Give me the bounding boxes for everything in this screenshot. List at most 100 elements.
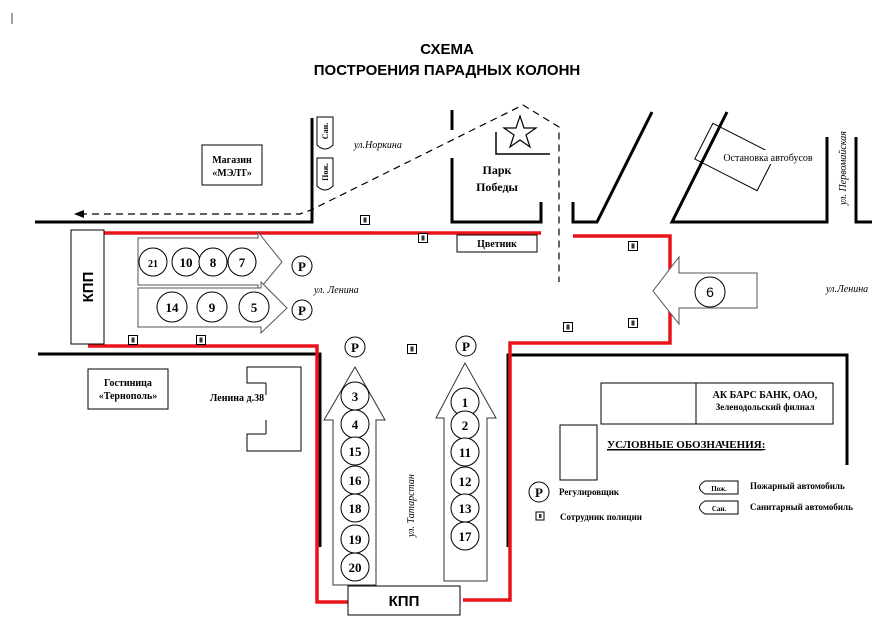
legend-item-traffic-controller: Р Регулировщик (528, 481, 620, 503)
traffic-controller: Р (344, 336, 366, 358)
street-edge-bottom-right (506, 353, 849, 547)
column-unit: 7 (227, 247, 257, 277)
column-unit: 5 (238, 291, 270, 323)
police-officer (407, 344, 417, 354)
column-unit: 20 (340, 552, 370, 582)
fire-truck-label: Пож. (321, 163, 330, 181)
route-arrow-head (74, 210, 84, 218)
monument-frame (495, 132, 550, 155)
column-unit-number: 16 (349, 473, 363, 488)
column-unit-number: 2 (462, 418, 469, 433)
column-unit: 12 (450, 466, 480, 496)
legend-fire-label: Пожарный автомобиль (750, 481, 845, 491)
checkpoint-left-label: КПП (80, 272, 97, 303)
column-unit-number: 21 (148, 259, 158, 270)
column-unit-number: 5 (251, 300, 258, 315)
legend-ambulance-label: Санитарный автомобиль (750, 502, 853, 512)
police-officer-icon-inner (363, 217, 367, 223)
police-officer-icon-inner (566, 324, 570, 330)
street-lenina-right: ул.Ленина (825, 284, 868, 295)
title-line-2: ПОСТРОЕНИЯ ПАРАДНЫХ КОЛОНН (314, 62, 580, 79)
street-norkina: ул.Норкина (353, 140, 402, 151)
police-officer (628, 241, 638, 251)
column-unit: 2 (450, 410, 480, 440)
park-name-line-1: Парк (483, 163, 512, 177)
column-unit-circle (198, 247, 228, 277)
column-unit-circle (138, 247, 168, 277)
column-unit-number: 17 (459, 529, 473, 544)
bank-building (600, 382, 834, 425)
bank-name-line-2: Зеленодольский филиал (715, 402, 814, 412)
route-dashed-line (80, 104, 560, 282)
column-unit-circle (450, 437, 480, 467)
column-unit: 21 (138, 247, 168, 277)
bus-stop (694, 122, 776, 192)
legend-item-fire-truck: Пож. Пожарный автомобиль (699, 480, 845, 495)
column-unit: 15 (340, 436, 370, 466)
traffic-controller: Р (291, 255, 313, 277)
police-officer-icon-inner (539, 514, 542, 518)
hotel-name-line-1: Гостиница (104, 378, 152, 389)
street-pervomayskaya: ул. Первомайская (838, 131, 849, 206)
checkpoint-left (70, 229, 105, 345)
traffic-controller-icon (344, 336, 366, 358)
hotel-ternopol (87, 368, 169, 410)
legend-item-ambulance: Сан. Санитарный автомобиль (699, 500, 853, 515)
column-unit-circle (227, 247, 257, 277)
column-unit-number: 4 (352, 417, 359, 432)
column-unit-circle (450, 521, 480, 551)
hotel-name-line-2: «Тернополь» (99, 391, 158, 402)
column-unit-number: 20 (349, 560, 362, 575)
traffic-controller: Р (455, 335, 477, 357)
lenina-38-label: Ленина д.38 (210, 393, 264, 404)
police-officer (563, 322, 573, 332)
legend-fire-symbol: Пож. (711, 485, 727, 493)
column-unit: 6 (694, 276, 726, 308)
shop-name-line-1: Магазин (212, 155, 252, 166)
column-unit: 10 (171, 247, 201, 277)
barrier-right (463, 234, 672, 602)
traffic-controller-symbol: Р (462, 339, 470, 354)
traffic-controllers: Р Р Р Р (291, 255, 477, 358)
column-unit: 4 (340, 409, 370, 439)
bus-stop-label-bg (724, 150, 812, 164)
ambulance-vehicle: Сан. (316, 116, 334, 150)
column-unit: 16 (340, 465, 370, 495)
traffic-controller-symbol: Р (298, 303, 306, 318)
street-tatarstan: ул. Татарстан (406, 474, 417, 538)
barrier-left (88, 344, 349, 604)
column-unit-number: 12 (459, 474, 472, 489)
checkpoint-bottom (347, 585, 461, 616)
legend-police-label: Сотрудник полиции (560, 512, 642, 522)
column-unit: 8 (198, 247, 228, 277)
title-line-1: СХЕМА (420, 41, 474, 58)
column-unit-number: 19 (349, 532, 363, 547)
ambulance-label: Сан. (321, 123, 330, 139)
shop-melt (201, 144, 263, 186)
column-unit-number: 15 (349, 444, 363, 459)
column-unit-circle (694, 276, 726, 308)
column-unit-circle (340, 436, 370, 466)
checkpoint-bottom-label: КПП (389, 593, 420, 610)
column-unit-number: 9 (209, 300, 216, 315)
fire-truck-vehicle: Пож. (316, 157, 334, 191)
column-unit: 19 (340, 524, 370, 554)
street-edge-top-left (35, 118, 314, 224)
column-unit-number: 14 (166, 300, 180, 315)
street-edge-pervomayskaya (854, 137, 872, 224)
column-unit: 13 (450, 493, 480, 523)
column-unit: 3 (340, 381, 370, 411)
police-officer (360, 215, 370, 225)
star-icon (502, 114, 538, 149)
legend-title: УСЛОВНЫЕ ОБОЗНАЧЕНИЯ: (607, 439, 765, 451)
column-unit-number: 6 (706, 284, 714, 300)
column-unit-number: 8 (210, 255, 217, 270)
park-name-line-2: Победы (476, 180, 518, 194)
column-unit-number: 3 (352, 389, 359, 404)
bus-stop-box (694, 122, 776, 192)
street-edge-top-middle (571, 111, 654, 224)
column-unit-number: 1 (462, 395, 469, 410)
column-unit-number: 11 (459, 445, 471, 460)
police-officer-icon-inner (421, 235, 425, 241)
